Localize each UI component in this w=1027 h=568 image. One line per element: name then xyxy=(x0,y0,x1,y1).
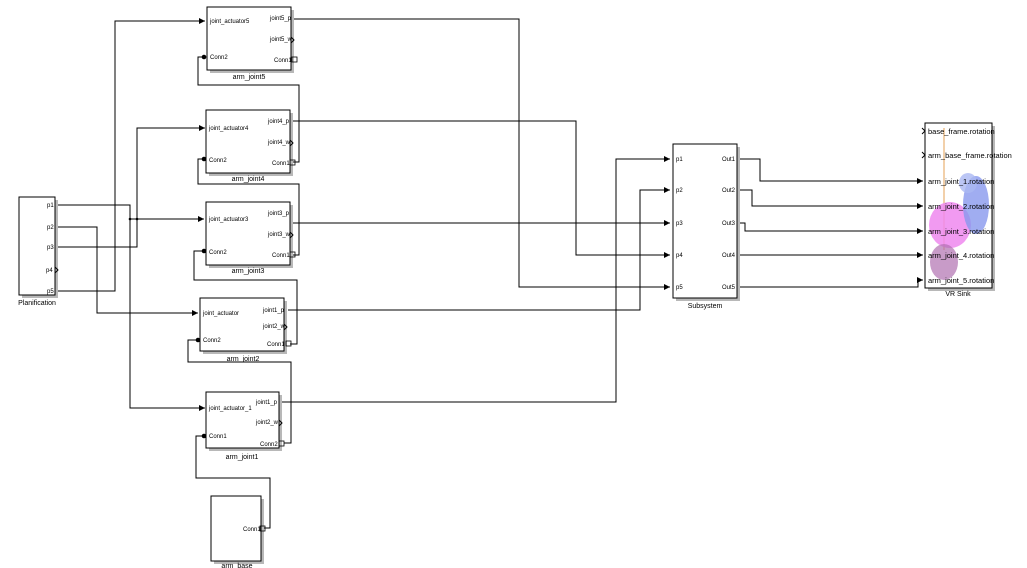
wire-p1-joint3[interactable] xyxy=(55,204,204,222)
conn-joint1-base[interactable] xyxy=(195,435,271,529)
wire-p1-joint1[interactable] xyxy=(129,219,205,411)
vr-in-6: arm_joint_4.rotation xyxy=(928,251,994,260)
wire-joint5p-p5[interactable] xyxy=(293,18,670,290)
subsystem-in-p3: p3 xyxy=(676,221,683,227)
joint1-out-w: joint2_w xyxy=(255,420,279,426)
joint1-in-actuator: joint_actuator_1 xyxy=(208,406,252,412)
subsystem-out-4: Out4 xyxy=(722,253,736,259)
wire-p5-joint5[interactable] xyxy=(55,18,205,292)
vr-in-7: arm_joint_5.rotation xyxy=(928,276,994,285)
joint3-out-p: joint3_p xyxy=(267,211,290,217)
joint3-out-w: joint3_w xyxy=(267,232,291,238)
wire-out3-vr[interactable] xyxy=(737,222,923,234)
planification-label: Planification xyxy=(18,300,56,307)
planification-port-p4: p4 xyxy=(46,268,53,274)
planification-port-p3: p3 xyxy=(47,245,54,251)
subsystem-in-p4: p4 xyxy=(676,253,683,259)
arm-joint4-label: arm_joint4 xyxy=(232,176,265,183)
subsystem-in-p2: p2 xyxy=(676,188,683,194)
wire-joint4p-p4[interactable] xyxy=(292,120,670,258)
planification-port-p5: p5 xyxy=(47,289,54,295)
arm-joint1-block[interactable]: joint_actuator_1 Conn1 joint1_p joint2_w… xyxy=(205,391,285,461)
conn-joint2-joint1[interactable] xyxy=(187,339,292,444)
conn-joint5-joint4[interactable] xyxy=(197,56,300,163)
joint1-out-conn2: Conn2 xyxy=(260,442,278,448)
arm-base-label: arm_base xyxy=(221,563,252,568)
joint4-out-p: joint4_p xyxy=(267,119,290,125)
wire-out2-vr[interactable] xyxy=(737,189,923,209)
joint5-in-actuator: joint_actuator5 xyxy=(209,19,250,25)
arm-joint2-block[interactable]: joint_actuator Conn2 joint1_p joint2_w C… xyxy=(199,297,292,363)
conn-joint3-joint2[interactable] xyxy=(193,250,298,345)
subsystem-out-5: Out5 xyxy=(722,285,736,291)
joint2-in-actuator: joint_actuator xyxy=(202,311,239,317)
wire-out1-vr[interactable] xyxy=(737,158,923,184)
joint2-in-conn2: Conn2 xyxy=(203,338,221,344)
arm-joint2-label: arm_joint2 xyxy=(227,356,260,363)
signal-lines xyxy=(55,18,923,529)
arm-joint4-block[interactable]: joint_actuator4 Conn2 joint4_p joint4_w … xyxy=(205,109,296,183)
subsystem-block[interactable]: p1 p2 p3 p4 p5 Out1 Out2 Out3 Out4 Out5 … xyxy=(672,143,740,310)
vr-in-5: arm_joint_3.rotation xyxy=(928,227,994,236)
vr-in-2: arm_base_frame.rotation xyxy=(928,151,1012,160)
joint3-in-actuator: joint_actuator3 xyxy=(208,217,249,223)
arm-joint5-label: arm_joint5 xyxy=(233,74,266,81)
subsystem-out-1: Out1 xyxy=(722,157,736,163)
wire-p2-joint2[interactable] xyxy=(55,226,198,316)
subsystem-in-p5: p5 xyxy=(676,285,683,291)
joint2-out-w: joint2_w xyxy=(262,324,286,330)
subsystem-out-2: Out2 xyxy=(722,188,736,194)
joint2-out-p: joint1_p xyxy=(262,308,285,314)
arm-base-conn1: Conn1 xyxy=(243,527,261,533)
planification-port-p2: p2 xyxy=(47,225,54,231)
subsystem-out-3: Out3 xyxy=(722,221,736,227)
conn-joint4-joint3[interactable] xyxy=(197,158,300,256)
vr-world-icon xyxy=(929,128,989,280)
subsystem-label: Subsystem xyxy=(688,303,723,310)
subsystem-in-p1: p1 xyxy=(676,157,683,163)
joint1-out-p: joint1_p xyxy=(255,400,278,406)
joint1-in-conn1: Conn1 xyxy=(209,434,227,440)
joint3-out-conn1: Conn1 xyxy=(272,253,290,259)
joint4-out-w: joint4_w xyxy=(267,140,291,146)
joint4-in-actuator: joint_actuator4 xyxy=(208,126,249,132)
joint2-out-conn1: Conn1 xyxy=(267,342,285,348)
wire-joint1p-p1[interactable] xyxy=(282,156,670,403)
joint5-out-w: joint5_w xyxy=(269,37,293,43)
joint4-in-conn2: Conn2 xyxy=(209,158,227,164)
joint3-in-conn2: Conn2 xyxy=(209,250,227,256)
planification-port-p1: p1 xyxy=(47,203,54,209)
arm-joint1-label: arm_joint1 xyxy=(226,454,259,461)
vr-in-3: arm_joint_1.rotation xyxy=(928,177,994,186)
wire-out5-vr[interactable] xyxy=(737,277,923,288)
joint5-in-conn2: Conn2 xyxy=(210,55,228,61)
wire-p3-joint4[interactable] xyxy=(55,125,205,248)
vr-in-1: base_frame.rotation xyxy=(928,127,995,136)
vr-in-4: arm_joint_2.rotation xyxy=(928,202,994,211)
planification-block[interactable]: p1 p2 p3 p4 p5 Planification xyxy=(18,196,59,307)
arm-joint5-block[interactable]: joint_actuator5 Conn2 joint5_p joint5_w … xyxy=(206,6,298,81)
joint4-out-conn1: Conn1 xyxy=(272,161,290,167)
vr-sink-label: VR Sink xyxy=(945,291,971,298)
arm-joint3-block[interactable]: joint_actuator3 Conn2 joint3_p joint3_w … xyxy=(205,201,296,275)
arm-joint3-label: arm_joint3 xyxy=(232,268,265,275)
joint5-out-p: joint5_p xyxy=(269,16,292,22)
arm-base-block[interactable]: Conn1 arm_base xyxy=(210,495,266,568)
wire-joint2p-p2[interactable] xyxy=(288,187,670,311)
joint5-out-conn1: Conn1 xyxy=(274,58,292,64)
vr-sink-block[interactable]: base_frame.rotation arm_base_frame.rotat… xyxy=(921,122,1012,298)
